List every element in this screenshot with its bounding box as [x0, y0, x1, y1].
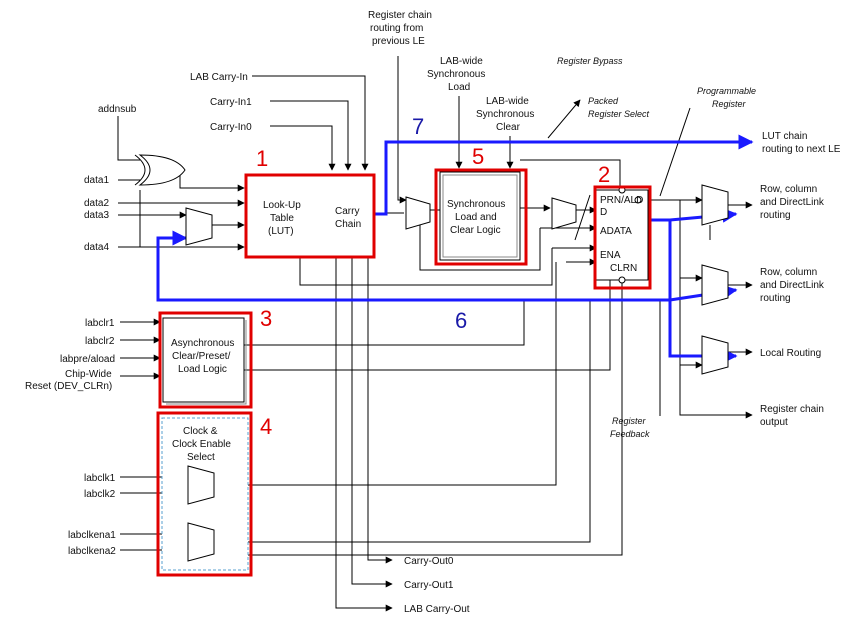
register-prn-label: PRN/ALD	[600, 195, 643, 206]
chain-mux	[405, 196, 431, 230]
highlight-box-3	[158, 311, 253, 409]
annotation-2: 2	[598, 162, 610, 187]
input-labpre-aload: labpre/aload	[60, 354, 115, 365]
output-carry-out0: Carry-Out0	[404, 556, 454, 567]
annotation-7: 7	[412, 114, 424, 139]
packed-mux	[551, 197, 577, 230]
blocks	[134, 154, 729, 571]
output-lut-chain-1: LUT chain	[762, 131, 807, 142]
output-reg-chain-1: Register chain	[760, 404, 824, 415]
annotation-4: 4	[260, 414, 272, 439]
input-labclkena2: labclkena2	[68, 546, 116, 557]
output-carry-out1: Carry-Out1	[404, 580, 454, 591]
clock-mux-1	[187, 465, 215, 505]
async-label-2: Clear/Preset/	[172, 351, 231, 362]
input-addnsub: addnsub	[98, 104, 137, 115]
input-data2: data2	[84, 198, 109, 209]
input-mux	[185, 207, 213, 246]
wires	[117, 56, 753, 612]
input-labclkena1: labclkena1	[68, 530, 116, 541]
output-row2-2: and DirectLink	[760, 280, 825, 291]
sync-load-label-2: Synchronous	[427, 69, 485, 80]
highlight-box-1	[244, 173, 376, 259]
programmable-label-1: Programmable	[697, 86, 756, 96]
input-lab-carry-in: LAB Carry-In	[190, 72, 248, 83]
sync-clear-label-1: LAB-wide	[486, 96, 529, 107]
output-lut-chain-2: routing to next LE	[762, 144, 841, 155]
sync-clear-label-2: Synchronous	[476, 109, 534, 120]
output-row2-1: Row, column	[760, 267, 817, 278]
sync-clear-label-3: Clear	[496, 122, 521, 133]
annotation-5: 5	[472, 144, 484, 169]
annotation-3: 3	[260, 306, 272, 331]
input-carry-in0: Carry-In0	[210, 122, 252, 133]
carry-label-2: Chain	[335, 219, 361, 230]
annotation-6: 6	[455, 308, 467, 333]
input-data3: data3	[84, 210, 109, 221]
register-feedback-label-2: Feedback	[610, 429, 650, 439]
sync-load-label-1: LAB-wide	[440, 56, 483, 67]
lut-label-1: Look-Up	[263, 200, 301, 211]
register-bypass-label: Register Bypass	[557, 56, 623, 66]
highlight-box-2	[593, 185, 652, 290]
async-label-1: Asynchronous	[171, 338, 234, 349]
sync-load-label-3: Load	[448, 82, 470, 93]
output-lab-carry-out: LAB Carry-Out	[404, 604, 470, 615]
register-feedback-label-1: Register	[612, 416, 647, 426]
output-row1-1: Row, column	[760, 184, 817, 195]
annotation-1: 1	[256, 146, 268, 171]
reg-chain-in-label-2: routing from	[370, 23, 423, 34]
register-adata-label: ADATA	[600, 226, 632, 237]
sync-label-2: Load and	[455, 212, 497, 223]
output-local-routing: Local Routing	[760, 348, 821, 359]
input-labclk2: labclk2	[84, 489, 116, 500]
input-data4: data4	[84, 242, 109, 253]
carry-label-1: Carry	[335, 206, 359, 217]
packed-label-2: Register Select	[588, 109, 650, 119]
highlight-boxes	[156, 168, 652, 577]
input-labclr2: labclr2	[85, 336, 115, 347]
output-row1-2: and DirectLink	[760, 197, 825, 208]
register-ena-label: ENA	[600, 250, 621, 261]
output-mux-2	[701, 264, 729, 306]
sync-label-3: Clear Logic	[450, 225, 501, 236]
input-chip-wide-reset: Reset (DEV_CLRn)	[25, 381, 112, 392]
async-label-3: Load Logic	[178, 364, 227, 375]
programmable-label-2: Register	[712, 99, 747, 109]
clock-label-1: Clock &	[183, 426, 218, 437]
input-labclk1: labclk1	[84, 473, 116, 484]
lut-label-2: Table	[270, 213, 294, 224]
lut-label-3: (LUT)	[268, 226, 294, 237]
output-row2-3: routing	[760, 293, 791, 304]
xor-gate	[138, 154, 186, 186]
sync-label-1: Synchronous	[447, 199, 505, 210]
packed-label-1: Packed	[588, 96, 619, 106]
labels: addnsub data1 data2 data3 data4 LAB Carr…	[25, 10, 841, 615]
input-data1: data1	[84, 175, 109, 186]
reg-chain-in-label-1: Register chain	[368, 10, 432, 21]
async-logic-block	[162, 317, 245, 403]
highlight-box-5	[434, 168, 528, 266]
reg-chain-in-label-3: previous LE	[372, 36, 425, 47]
output-row1-3: routing	[760, 210, 791, 221]
sync-load-block	[439, 171, 521, 261]
clock-label-3: Select	[187, 452, 215, 463]
clock-label-2: Clock Enable	[172, 439, 231, 450]
highlight-box-4	[156, 411, 253, 577]
input-chip-wide: Chip-Wide	[65, 369, 112, 380]
output-mux-3	[701, 335, 729, 375]
output-reg-chain-2: output	[760, 417, 788, 428]
input-carry-in1: Carry-In1	[210, 97, 252, 108]
clock-mux-2	[187, 522, 215, 562]
input-labclr1: labclr1	[85, 318, 115, 329]
register-clrn-label: CLRN	[610, 263, 637, 274]
output-mux-1	[701, 184, 729, 226]
register-d-label: D	[600, 207, 607, 218]
